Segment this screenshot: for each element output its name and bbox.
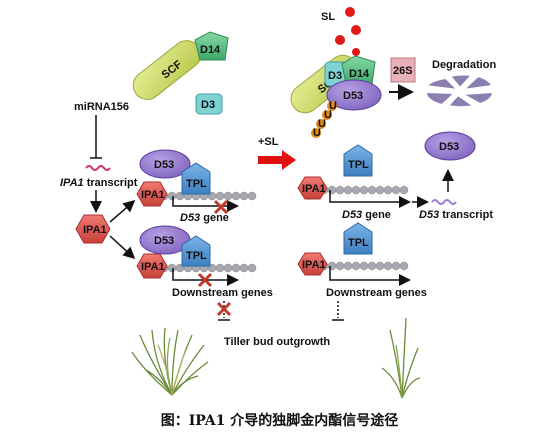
ub-label: U <box>313 127 321 139</box>
mirna156-label: miRNA156 <box>74 101 129 113</box>
ipa1-protein <box>297 252 328 276</box>
sl-molecules: SL <box>321 7 361 56</box>
tpl-protein <box>343 144 373 177</box>
dna-row-d53-gene-right: IPA1 TPL D53 gene D53 transcript D53 <box>297 131 493 221</box>
ub-label: U <box>318 118 326 130</box>
scf-complex-inactive: SCF D14 D3 <box>132 31 229 115</box>
sl-dot <box>352 48 360 56</box>
transcription-start-arrow <box>172 268 239 286</box>
ipa1-to-downstream-arrow <box>109 235 136 260</box>
d53-protein <box>326 79 382 111</box>
tpl-label: TPL <box>348 159 369 171</box>
ubiquitin-chain: U U U U <box>311 100 337 139</box>
sl-dot <box>351 25 361 35</box>
ubiquitin <box>322 110 332 120</box>
ubiquitin <box>311 128 321 138</box>
tpl-label: TPL <box>186 178 207 190</box>
downstream-genes-label: Downstream genes <box>172 287 273 299</box>
proteasome-26s: 26S <box>390 57 416 83</box>
d53-gene-label: D53 gene <box>342 209 391 221</box>
d53-transcript-squiggle <box>431 199 457 205</box>
repression-cross-icon <box>197 272 213 288</box>
d53-label: D53 <box>439 141 459 153</box>
transcription-start-arrow <box>172 196 239 212</box>
d53-label: D53 <box>154 235 174 247</box>
ub-label: U <box>329 100 337 112</box>
ipa1-to-d53-arrow <box>109 200 136 223</box>
ipa1-label: IPA1 <box>141 189 165 201</box>
bushy-rice-plant-icon <box>131 327 209 396</box>
ipa1-transcript-label: IPA1 transcript <box>60 177 138 189</box>
ipa1-label: IPA1 <box>302 259 326 271</box>
ipa1-protein <box>136 181 168 207</box>
s26-label: 26S <box>393 65 413 77</box>
dna-row-d53-gene-left: IPA1 D53 TPL D53 gene <box>136 149 257 224</box>
ipa1-protein-free <box>75 214 111 244</box>
tpl-protein <box>181 235 211 267</box>
d3-label: D3 <box>201 99 215 111</box>
degraded-d53-fragments <box>423 73 495 109</box>
tpl-label: TPL <box>348 237 369 249</box>
downstream-genes-label: Downstream genes <box>326 287 427 299</box>
ipa1-transcript-squiggle <box>85 165 111 171</box>
d14-label: D14 <box>349 68 370 80</box>
sl-dot <box>335 35 345 45</box>
tpl-protein <box>181 162 211 195</box>
d3-protein <box>195 93 223 115</box>
d53-protein-new <box>424 131 476 161</box>
repression-cross-icon <box>213 199 229 215</box>
ub-label: U <box>324 109 332 121</box>
plus-sl-arrow <box>258 150 296 170</box>
d53-label: D53 <box>154 159 174 171</box>
ipa1-label: IPA1 <box>141 261 165 273</box>
dna-row-downstream-left: IPA1 D53 TPL Downstream genes <box>136 225 273 321</box>
d53-gene-label: D53 gene <box>180 212 229 224</box>
ubiquitin <box>316 119 326 129</box>
d3-label: D3 <box>328 70 342 82</box>
d53-transcript-label: D53 transcript <box>419 209 493 221</box>
transcription-start-arrow <box>329 190 411 208</box>
tpl-label: TPL <box>186 250 207 262</box>
ubiquitin <box>327 101 337 111</box>
d53-label: D53 <box>343 90 363 102</box>
d14-label: D14 <box>200 44 221 56</box>
sparse-rice-plant-icon <box>381 317 421 399</box>
degradation-label: Degradation <box>432 59 496 71</box>
ipa1-label: IPA1 <box>302 183 326 195</box>
tpl-protein <box>343 222 373 255</box>
d14-protein <box>194 31 229 61</box>
repression-cross-icon <box>216 301 232 317</box>
proteasome-box <box>390 57 416 83</box>
figure-caption: 图：IPA1 介导的独脚金内酯信号途径 <box>160 413 399 429</box>
scf-complex-active: SCF D3 D14 D53 U U U U <box>290 54 382 139</box>
ipa1-label: IPA1 <box>83 224 107 236</box>
tiller-bud-outgrowth-label: Tiller bud outgrowth <box>224 336 330 348</box>
ipa1-protein <box>297 176 328 200</box>
transcription-start-arrow <box>329 266 411 286</box>
dna-row-downstream-right: IPA1 TPL Downstream genes <box>297 222 427 321</box>
d53-protein <box>139 149 191 179</box>
sl-label: SL <box>321 11 335 23</box>
sl-dot <box>345 7 355 17</box>
plus-sl-label: +SL <box>258 136 279 148</box>
